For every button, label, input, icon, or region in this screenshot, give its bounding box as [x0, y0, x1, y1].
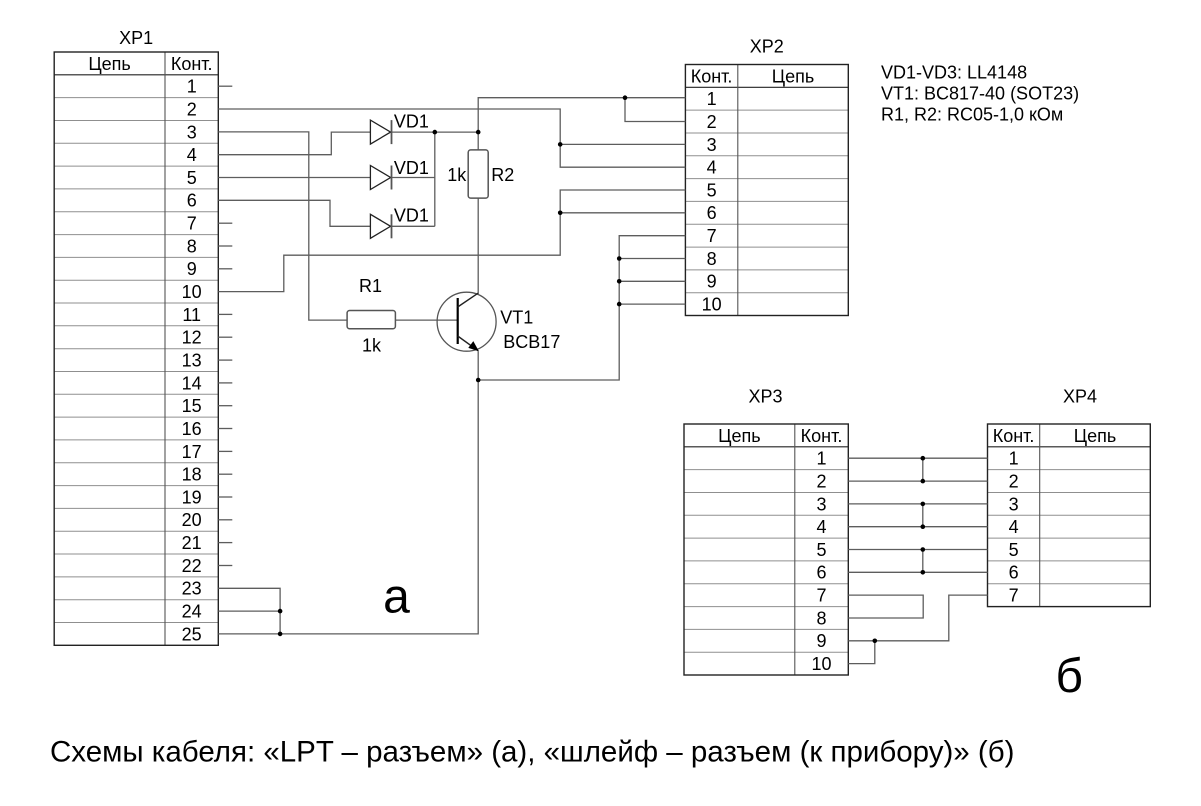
svg-text:4: 4 [1009, 517, 1019, 537]
svg-text:24: 24 [182, 602, 202, 622]
svg-text:Цепь: Цепь [88, 54, 130, 74]
svg-text:2: 2 [707, 112, 717, 132]
svg-text:6: 6 [816, 563, 826, 583]
svg-text:Цепь: Цепь [1074, 426, 1116, 446]
svg-text:XP3: XP3 [748, 386, 782, 406]
svg-text:8: 8 [816, 608, 826, 628]
svg-text:14: 14 [182, 373, 202, 393]
svg-text:VD1: VD1 [394, 112, 429, 132]
svg-text:1: 1 [816, 449, 826, 469]
svg-text:5: 5 [1009, 540, 1019, 560]
svg-text:1k: 1k [447, 165, 467, 185]
svg-text:20: 20 [182, 510, 202, 530]
svg-text:Конт.: Конт. [801, 426, 843, 446]
svg-text:15: 15 [182, 396, 202, 416]
svg-text:10: 10 [182, 282, 202, 302]
svg-text:19: 19 [182, 487, 202, 507]
svg-text:5: 5 [707, 180, 717, 200]
svg-text:R1: R1 [359, 276, 382, 296]
svg-text:16: 16 [182, 419, 202, 439]
svg-text:VT1: VT1 [500, 308, 533, 328]
svg-text:9: 9 [816, 631, 826, 651]
svg-text:7: 7 [187, 214, 197, 234]
svg-text:3: 3 [1009, 494, 1019, 514]
svg-text:6: 6 [707, 203, 717, 223]
svg-text:5: 5 [816, 540, 826, 560]
svg-text:3: 3 [816, 494, 826, 514]
svg-text:10: 10 [702, 295, 722, 315]
svg-text:VD1-VD3: LL4148: VD1-VD3: LL4148 [881, 62, 1027, 82]
svg-text:R1, R2: RC05-1,0 кОм: R1, R2: RC05-1,0 кОм [881, 104, 1063, 124]
svg-text:Цепь: Цепь [718, 426, 760, 446]
svg-text:Цепь: Цепь [772, 66, 814, 86]
svg-text:3: 3 [187, 122, 197, 142]
svg-text:18: 18 [182, 465, 202, 485]
svg-text:21: 21 [182, 533, 202, 553]
svg-text:17: 17 [182, 442, 202, 462]
svg-text:Конт.: Конт. [171, 54, 213, 74]
svg-text:2: 2 [1009, 471, 1019, 491]
svg-text:13: 13 [182, 351, 202, 371]
svg-text:VT1: BC817-40 (SOT23): VT1: BC817-40 (SOT23) [881, 84, 1079, 104]
svg-text:2: 2 [816, 471, 826, 491]
svg-text:XP1: XP1 [119, 28, 153, 48]
svg-text:7: 7 [707, 226, 717, 246]
svg-text:VD1: VD1 [394, 205, 429, 225]
svg-text:VD1: VD1 [394, 158, 429, 178]
svg-text:9: 9 [707, 272, 717, 292]
svg-text:10: 10 [811, 654, 831, 674]
svg-text:4: 4 [816, 517, 826, 537]
svg-text:6: 6 [1009, 563, 1019, 583]
svg-text:XP2: XP2 [750, 37, 784, 57]
svg-text:1: 1 [187, 77, 197, 97]
svg-text:R2: R2 [491, 165, 514, 185]
svg-text:4: 4 [707, 158, 717, 178]
svg-text:Конт.: Конт. [691, 66, 733, 86]
svg-text:1k: 1k [362, 335, 382, 355]
svg-text:12: 12 [182, 328, 202, 348]
svg-text:7: 7 [816, 586, 826, 606]
svg-text:Конт.: Конт. [993, 426, 1035, 446]
svg-text:а: а [383, 570, 410, 623]
svg-text:6: 6 [187, 191, 197, 211]
svg-text:11: 11 [182, 305, 201, 325]
svg-text:7: 7 [1009, 586, 1019, 606]
svg-text:3: 3 [707, 135, 717, 155]
svg-text:1: 1 [707, 89, 717, 109]
svg-text:1: 1 [1009, 449, 1019, 469]
svg-text:23: 23 [182, 579, 202, 599]
svg-text:8: 8 [187, 236, 197, 256]
svg-text:8: 8 [707, 249, 717, 269]
svg-text:25: 25 [182, 624, 202, 644]
svg-text:б: б [1056, 650, 1084, 703]
svg-text:XP4: XP4 [1063, 386, 1097, 406]
svg-text:22: 22 [182, 556, 202, 576]
svg-text:4: 4 [187, 145, 197, 165]
svg-text:9: 9 [187, 259, 197, 279]
svg-text:2: 2 [187, 100, 197, 120]
svg-text:Схемы кабеля: «LPT – разъем» (: Схемы кабеля: «LPT – разъем» (а), «шлейф… [50, 735, 1014, 768]
svg-text:BCB17: BCB17 [503, 332, 560, 352]
svg-text:5: 5 [187, 168, 197, 188]
